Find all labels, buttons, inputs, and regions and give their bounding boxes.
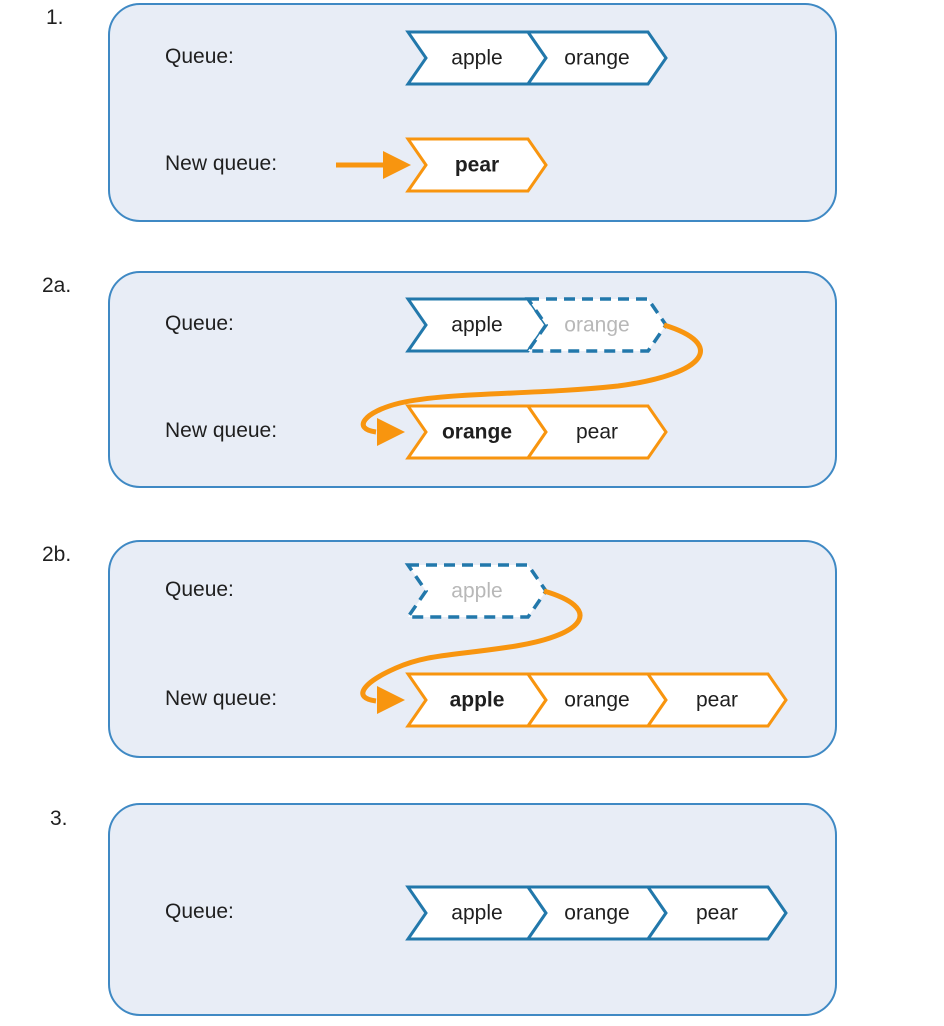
panel-1 — [108, 3, 837, 222]
panel-2b-queue-label: Queue: — [165, 578, 234, 601]
panel-2a-queue-label: Queue: — [165, 312, 234, 335]
panel-2a — [108, 271, 837, 488]
panel-3-number: 3. — [50, 807, 68, 830]
panel-2a-new-queue-label: New queue: — [165, 419, 278, 442]
panel-1-number: 1. — [46, 6, 64, 29]
panel-3-queue-label: Queue: — [165, 900, 234, 923]
panel-1-queue-label: Queue: — [165, 45, 234, 68]
panel-2b-number: 2b. — [42, 543, 72, 566]
panel-2a-number: 2a. — [42, 274, 72, 297]
panel-2b — [108, 540, 837, 758]
panel-2b-new-queue-label: New queue: — [165, 687, 278, 710]
panel-1-new-queue-label: New queue: — [165, 152, 278, 175]
